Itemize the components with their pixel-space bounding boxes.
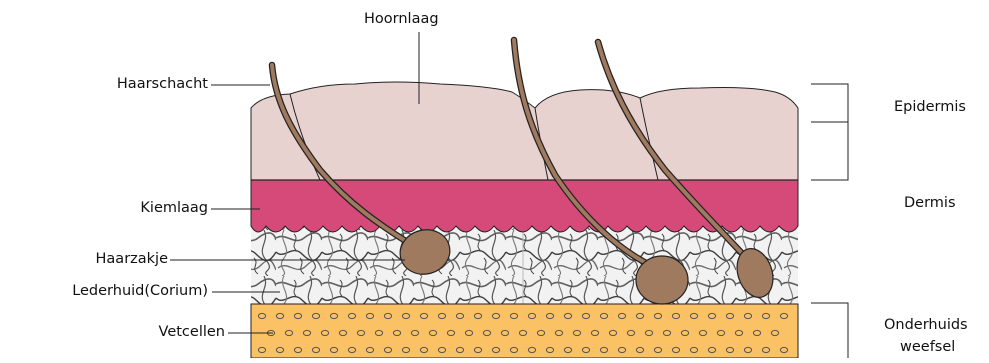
label-lederhuid: Lederhuid(Corium) (72, 284, 208, 299)
region-onderhuids-line2: weefsel (900, 339, 955, 356)
label-haarzakje: Haarzakje (96, 252, 168, 267)
label-haarschacht: Haarschacht (117, 77, 208, 92)
label-hoornlaag: Hoornlaag (364, 12, 439, 27)
label-vetcellen: Vetcellen (159, 325, 225, 340)
region-dermis: Dermis (904, 196, 956, 211)
region-onderhuids-line1: Onderhuids (884, 317, 968, 334)
region-brackets (811, 84, 848, 358)
region-epidermis: Epidermis (894, 100, 966, 115)
label-kiemlaag: Kiemlaag (140, 201, 208, 216)
